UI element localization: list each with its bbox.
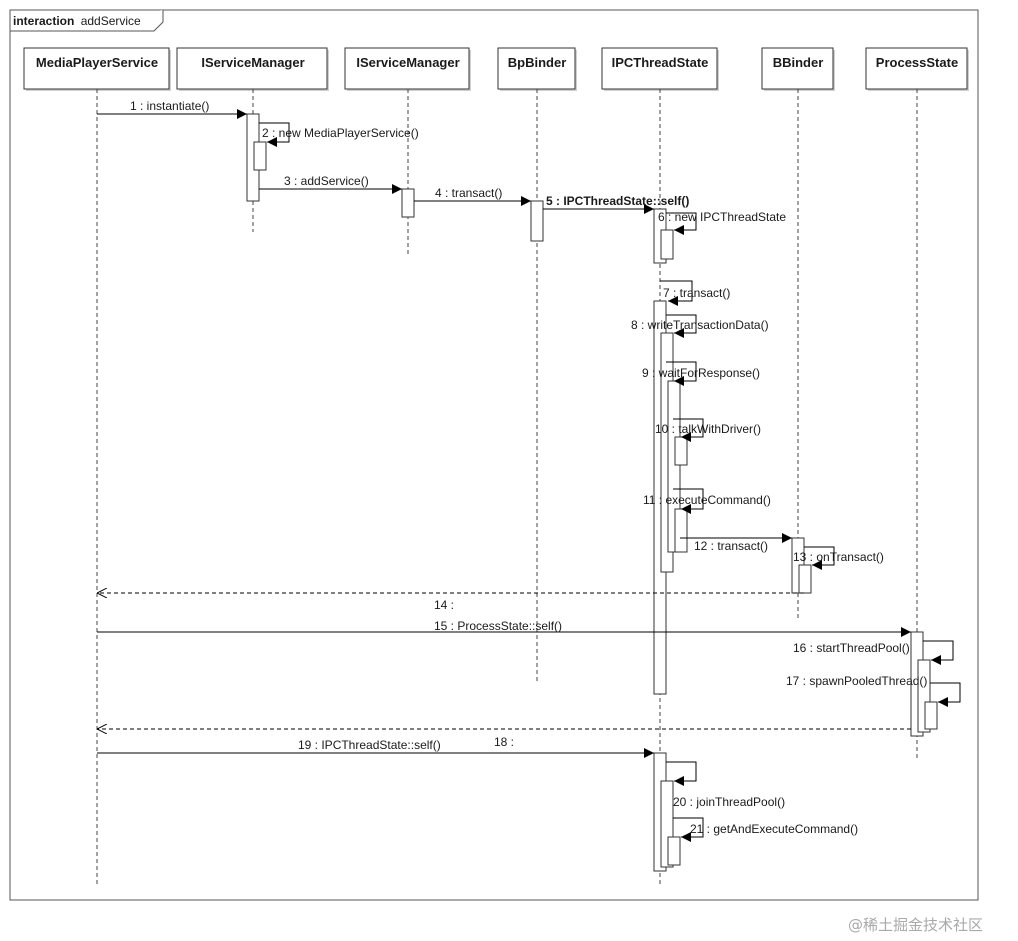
- lifeline-bb: BBinder: [761, 47, 835, 620]
- activation-bar: [401, 188, 415, 218]
- message-label: 3 : addService(): [284, 174, 369, 188]
- lifeline-ism2: IServiceManager: [344, 47, 471, 256]
- message-label: 16 : startThreadPool(): [793, 641, 910, 655]
- message-label: 10 : talkWithDriver(): [655, 422, 761, 436]
- self-message-arrow: [660, 280, 693, 306]
- lifeline-name: IServiceManager: [201, 55, 304, 70]
- message-14: 14 :: [97, 593, 804, 612]
- lifeline-name: BpBinder: [508, 55, 567, 70]
- self-message-arrow: [673, 817, 704, 842]
- message-6: 6 : new IPCThreadState: [658, 210, 786, 235]
- self-message-arrow: [930, 682, 961, 707]
- message-label: 14 :: [434, 598, 454, 612]
- message-label: 2 : new MediaPlayerService(): [262, 126, 419, 140]
- message-label: 21 : getAndExecuteCommand(): [690, 822, 858, 836]
- message-13: 13 : onTransact(): [793, 546, 884, 570]
- lifeline-head: [497, 47, 576, 90]
- frame-name: addService: [81, 14, 141, 28]
- activation-bar: [667, 836, 681, 866]
- message-12: 12 : transact(): [680, 533, 792, 553]
- message-16: 16 : startThreadPool(): [793, 640, 954, 665]
- message-8: 8 : writeTransactionData(): [631, 314, 769, 338]
- lifeline-name: MediaPlayerService: [36, 55, 158, 70]
- lifeline-name: IPCThreadState: [612, 55, 709, 70]
- lifeline-ipc: IPCThreadState: [601, 47, 719, 885]
- message-4: 4 : transact(): [414, 186, 531, 206]
- message-10: 10 : talkWithDriver(): [655, 418, 761, 442]
- message-label: 15 : ProcessState::self(): [434, 619, 562, 633]
- self-message-arrow: [673, 488, 704, 514]
- activation-bar: [674, 436, 688, 466]
- activation-bar: [924, 701, 938, 730]
- message-label: 19 : IPCThreadState::self(): [298, 738, 441, 752]
- message-label: 20 : joinThreadPool(): [673, 795, 785, 809]
- message-20: 20 : joinThreadPool(): [666, 761, 785, 809]
- message-label: 8 : writeTransactionData(): [631, 318, 769, 332]
- frame-keyword: interaction: [13, 14, 74, 28]
- message-18: 18 :: [97, 729, 911, 749]
- message-3: 3 : addService(): [259, 174, 402, 194]
- lifeline-name: IServiceManager: [356, 55, 459, 70]
- self-message-arrow: [666, 761, 697, 786]
- self-message-arrow: [259, 122, 290, 147]
- message-15: 15 : ProcessState::self(): [97, 619, 911, 637]
- message-19: 19 : IPCThreadState::self(): [97, 738, 654, 758]
- frame-tab: [10, 10, 164, 32]
- self-message-arrow: [666, 314, 697, 338]
- frame-label: interaction addService: [13, 14, 141, 28]
- message-21: 21 : getAndExecuteCommand(): [673, 817, 858, 842]
- message-9: 9 : waitForResponse(): [642, 361, 760, 386]
- message-label: 13 : onTransact(): [793, 550, 884, 564]
- self-message-arrow: [673, 418, 704, 442]
- message-label: 11 : executeCommand(): [643, 493, 771, 507]
- message-label: 12 : transact(): [694, 539, 768, 553]
- message-label: 9 : waitForResponse(): [642, 366, 760, 380]
- lifeline-ps: ProcessState: [865, 47, 969, 760]
- message-label: 7 : transact(): [663, 286, 730, 300]
- message-label: 17 : spawnPooledThread(): [786, 674, 927, 688]
- self-message-arrow: [923, 640, 954, 665]
- lifeline-head: [23, 47, 170, 90]
- message-label: 6 : new IPCThreadState: [658, 210, 786, 224]
- activation-bar: [674, 508, 688, 553]
- lifeline-head: [344, 47, 470, 90]
- lifeline-bp: BpBinder: [497, 47, 577, 683]
- message-1: 1 : instantiate(): [97, 99, 247, 119]
- self-message-arrow: [666, 212, 697, 235]
- message-label: 18 :: [494, 735, 514, 749]
- lifeline-head: [865, 47, 968, 90]
- lifeline-mps: MediaPlayerService: [23, 47, 171, 885]
- lifeline-name: BBinder: [773, 55, 824, 70]
- lifelines: MediaPlayerService IServiceManager IServic…: [23, 47, 969, 885]
- activation-bar: [798, 564, 812, 594]
- activation-bar: [660, 229, 674, 260]
- message-label: 4 : transact(): [435, 186, 502, 200]
- message-5: 5 : IPCThreadState::self(): [543, 194, 689, 214]
- activation-bar: [253, 141, 267, 171]
- activation-bar: [530, 200, 544, 242]
- message-7: 7 : transact(): [660, 280, 730, 306]
- interaction-frame: [9, 9, 979, 901]
- lifeline-head: [176, 47, 328, 90]
- watermark: @稀土掘金技术社区: [848, 916, 983, 934]
- activations: [246, 113, 938, 872]
- self-message-arrow: [804, 546, 835, 570]
- lifeline-name: ProcessState: [876, 55, 958, 70]
- self-message-arrow: [666, 361, 697, 386]
- message-11: 11 : executeCommand(): [643, 488, 771, 514]
- messages: 1 : instantiate() 2 : new MediaPlayerServ…: [97, 99, 961, 842]
- message-label: 5 : IPCThreadState::self(): [546, 194, 689, 208]
- message-2: 2 : new MediaPlayerService(): [259, 122, 419, 147]
- lifeline-ism1: IServiceManager: [176, 47, 329, 232]
- message-17: 17 : spawnPooledThread(): [786, 674, 961, 707]
- message-label: 1 : instantiate(): [130, 99, 209, 113]
- lifeline-head: [601, 47, 718, 90]
